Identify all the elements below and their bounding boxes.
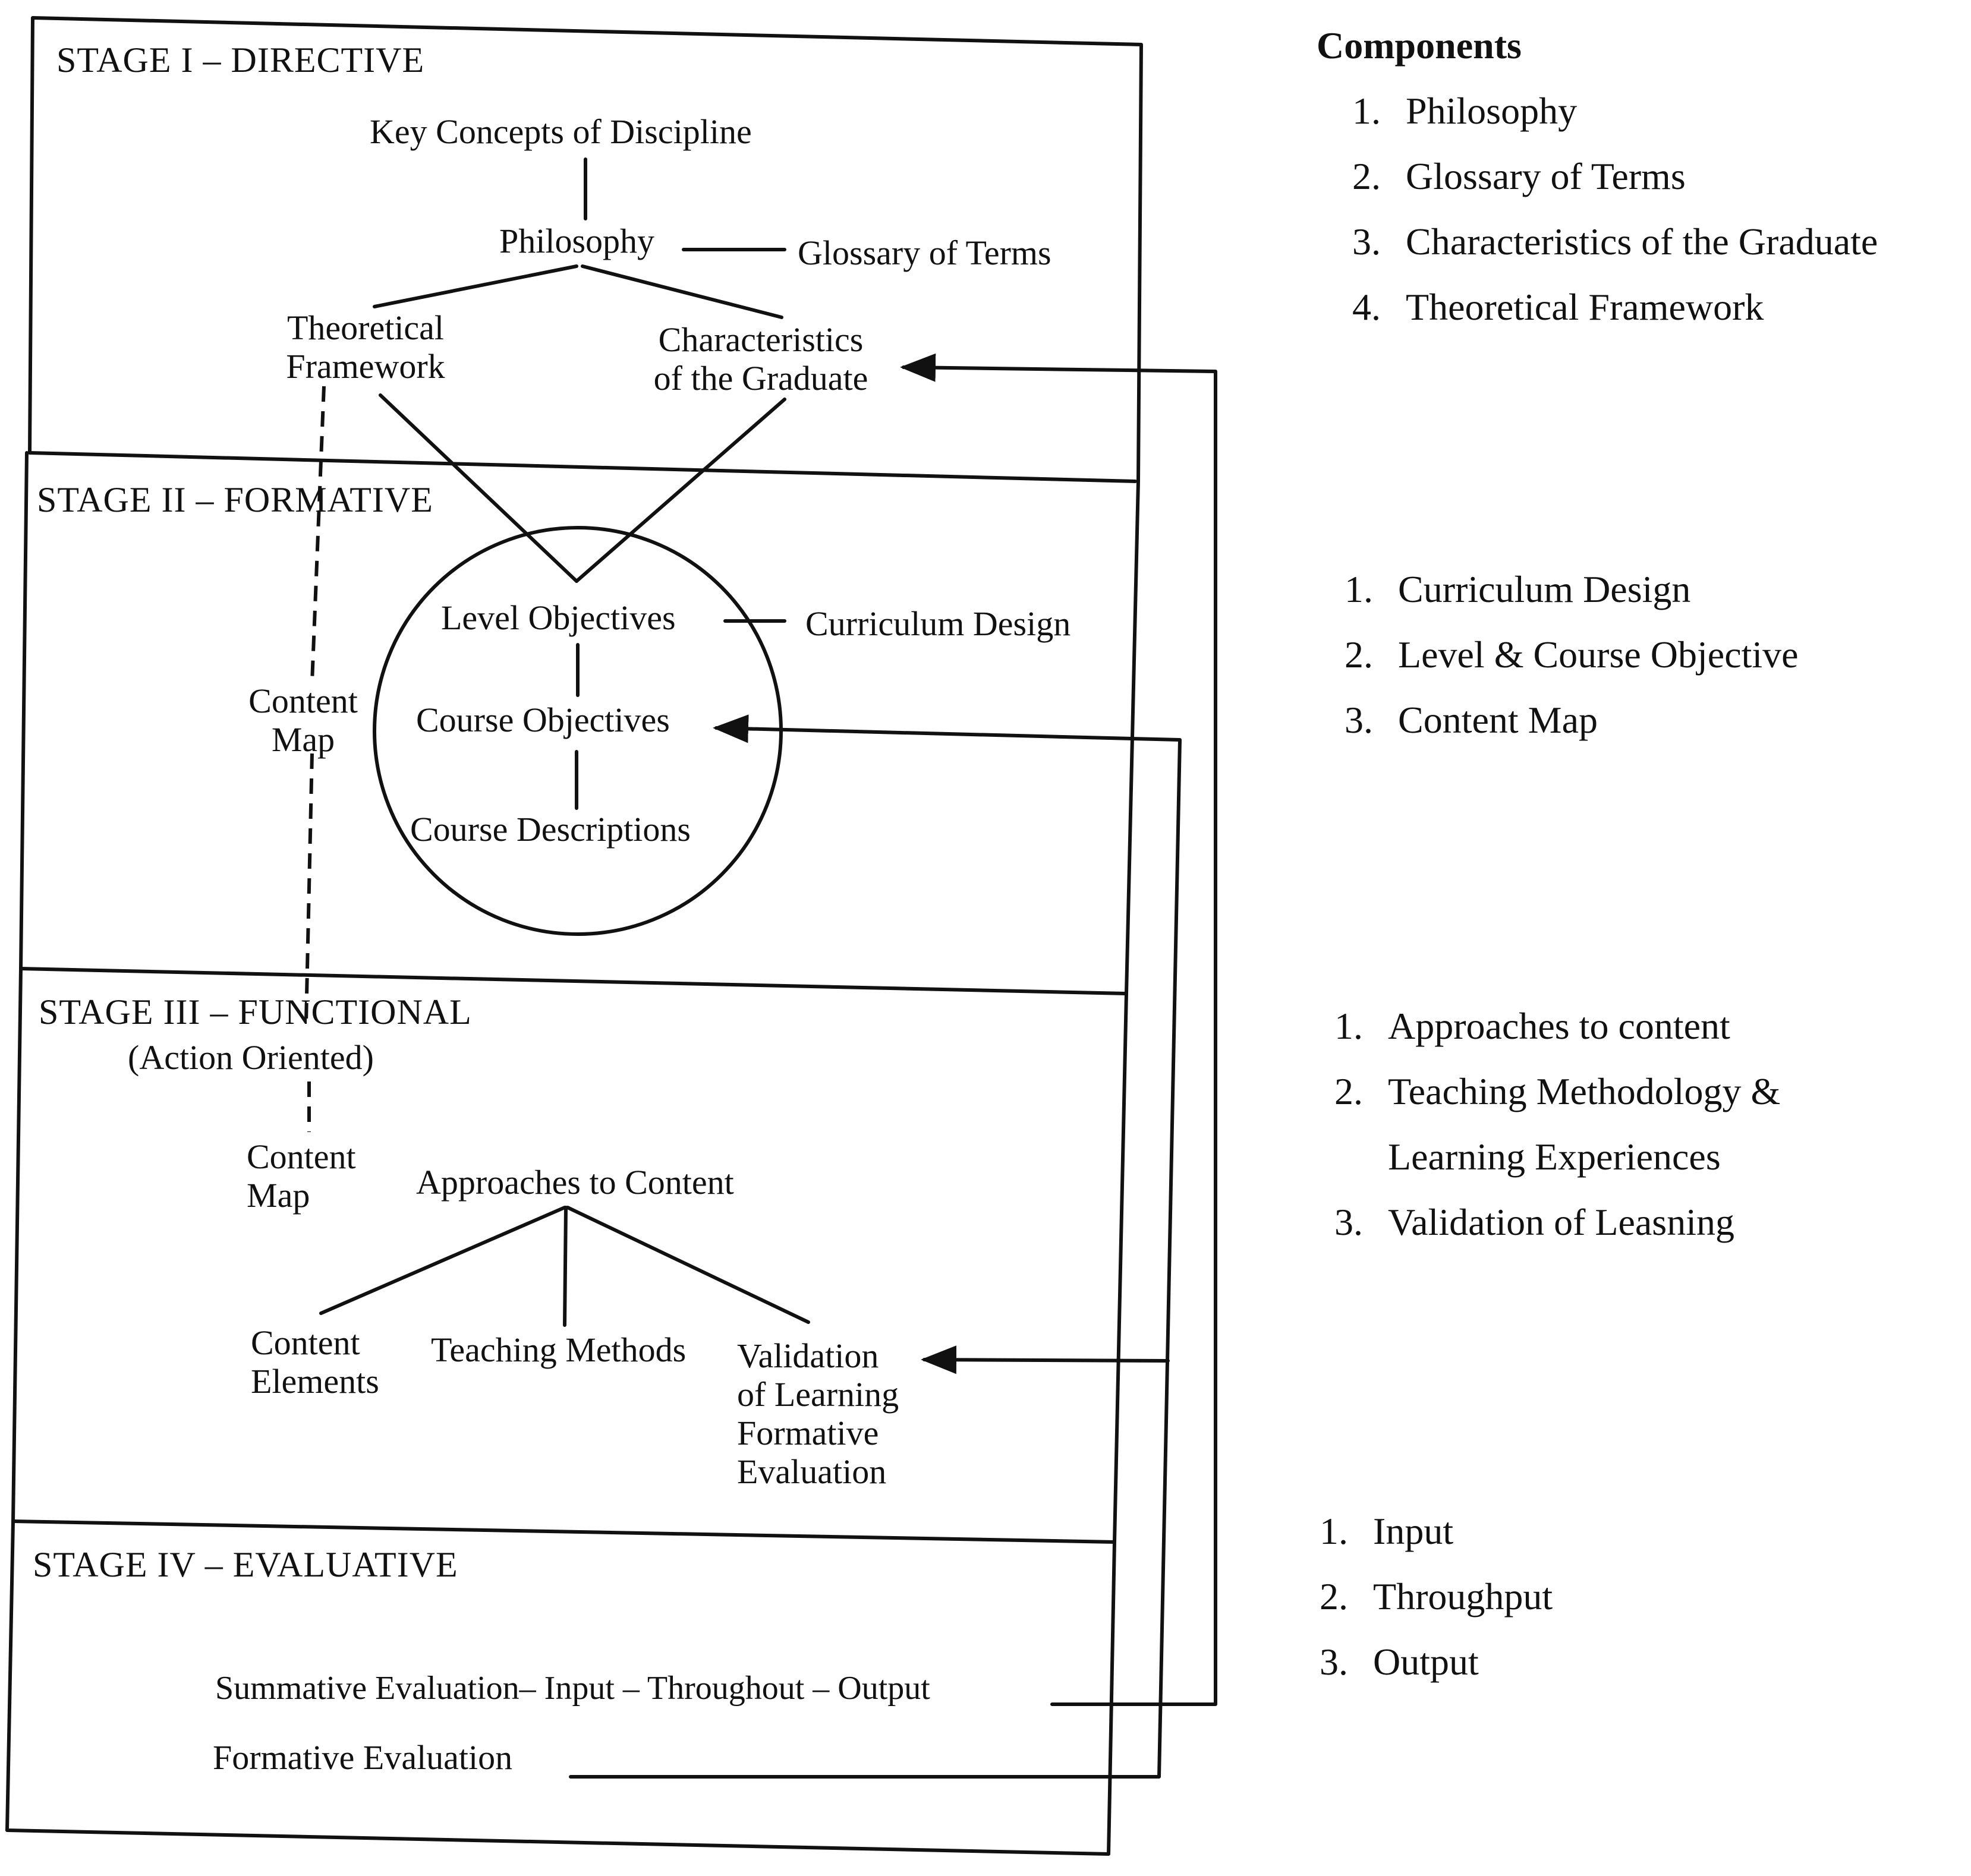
stage-2-3-divider [19, 967, 1128, 995]
component-item: 1.Approaches to content [1334, 1005, 1730, 1047]
approaches-to-content-label: Approaches to Content [416, 1163, 734, 1202]
stage-3-frame [11, 967, 1128, 1544]
summative-evaluation-label: Summative Evaluation– Input – Throughout… [215, 1670, 930, 1707]
stage-1-title: STAGE I – DIRECTIVE [56, 40, 425, 80]
component-item: 3.Characteristics of the Graduate [1352, 220, 1878, 263]
course-descriptions-label: Course Descriptions [410, 810, 691, 849]
approaches-branch-right [566, 1206, 810, 1324]
level-objectives-label: Level Objectives [441, 598, 676, 637]
component-item: 3.Content Map [1345, 699, 1598, 741]
component-item: 3.Validation of Leasning [1334, 1201, 1734, 1243]
philosophy-branch-right [581, 264, 783, 319]
glossary-label: Glossary of Terms [798, 234, 1051, 272]
component-item: 2.Glossary of Terms [1352, 155, 1686, 197]
theoretical-framework-label: Theoretical Framework [286, 308, 445, 386]
content-elements-label: Content Elements [251, 1323, 379, 1401]
key-concepts-label: Key Concepts of Discipline [370, 112, 752, 151]
summative-feedback-arrow [900, 353, 1217, 1706]
components-group-4: 1.Input 2.Throughput 3.Output [1320, 1509, 1553, 1705]
content-map-dashed-line-2 [304, 753, 314, 1023]
components-group-3: 1.Approaches to content 2.Teaching Metho… [1334, 1004, 1780, 1266]
curriculum-design-label: Curriculum Design [805, 604, 1071, 643]
course-objectives-label: Course Objectives [416, 701, 670, 739]
stage-2-content-map-label: Content Map [248, 682, 358, 759]
framework-to-objectives-line [379, 393, 578, 583]
stage-1-2-divider [28, 451, 1137, 483]
characteristics-to-objectives-line [575, 398, 786, 583]
component-item: 2.Throughput [1320, 1575, 1553, 1618]
approaches-branch-center [563, 1206, 568, 1327]
content-map-dashed-line-1 [310, 386, 326, 683]
component-item-continuation: Learning Experiences [1388, 1136, 1721, 1178]
characteristics-label: Characteristics of the Graduate [653, 320, 868, 398]
component-item: 1.Input [1320, 1510, 1454, 1552]
formative-evaluation-label: Formative Evaluation [213, 1738, 513, 1777]
teaching-methods-label: Teaching Methods [431, 1330, 687, 1369]
formative-feedback-arrow [569, 714, 1182, 1779]
philosophy-label: Philosophy [499, 222, 655, 260]
component-item: 1.Philosophy [1352, 90, 1578, 132]
stage-4-title: STAGE IV – EVALUATIVE [33, 1545, 458, 1584]
stage-2-title: STAGE II – FORMATIVE [37, 480, 433, 519]
component-item: 2.Teaching Methodology & [1334, 1070, 1781, 1112]
components-heading: Components [1317, 24, 1522, 67]
component-item: 2.Level & Course Objective [1345, 633, 1799, 676]
stage-3-title: STAGE III – FUNCTIONAL [39, 992, 472, 1032]
outer-frame [28, 16, 1143, 483]
approaches-branch-left [319, 1206, 566, 1315]
validation-feedback-arrow [921, 1345, 1170, 1374]
component-item: 1.Curriculum Design [1345, 568, 1691, 610]
stage-3-4-divider [11, 1519, 1116, 1544]
validation-label: Validation of Learning Formative Evaluat… [737, 1336, 899, 1491]
components-group-2: 1.Curriculum Design 2.Level & Course Obj… [1345, 567, 1799, 764]
component-item: 4.Theoretical Framework [1352, 286, 1764, 328]
component-item: 3.Output [1320, 1641, 1479, 1683]
stage-4-frame [5, 1519, 1116, 1856]
philosophy-branch-left [373, 264, 578, 308]
stage-3-subtitle: (Action Oriented) [128, 1038, 374, 1077]
stage-3-content-map-label: Content Map [247, 1137, 356, 1215]
components-group-1: 1.Philosophy 2.Glossary of Terms 3.Chara… [1352, 89, 1878, 351]
